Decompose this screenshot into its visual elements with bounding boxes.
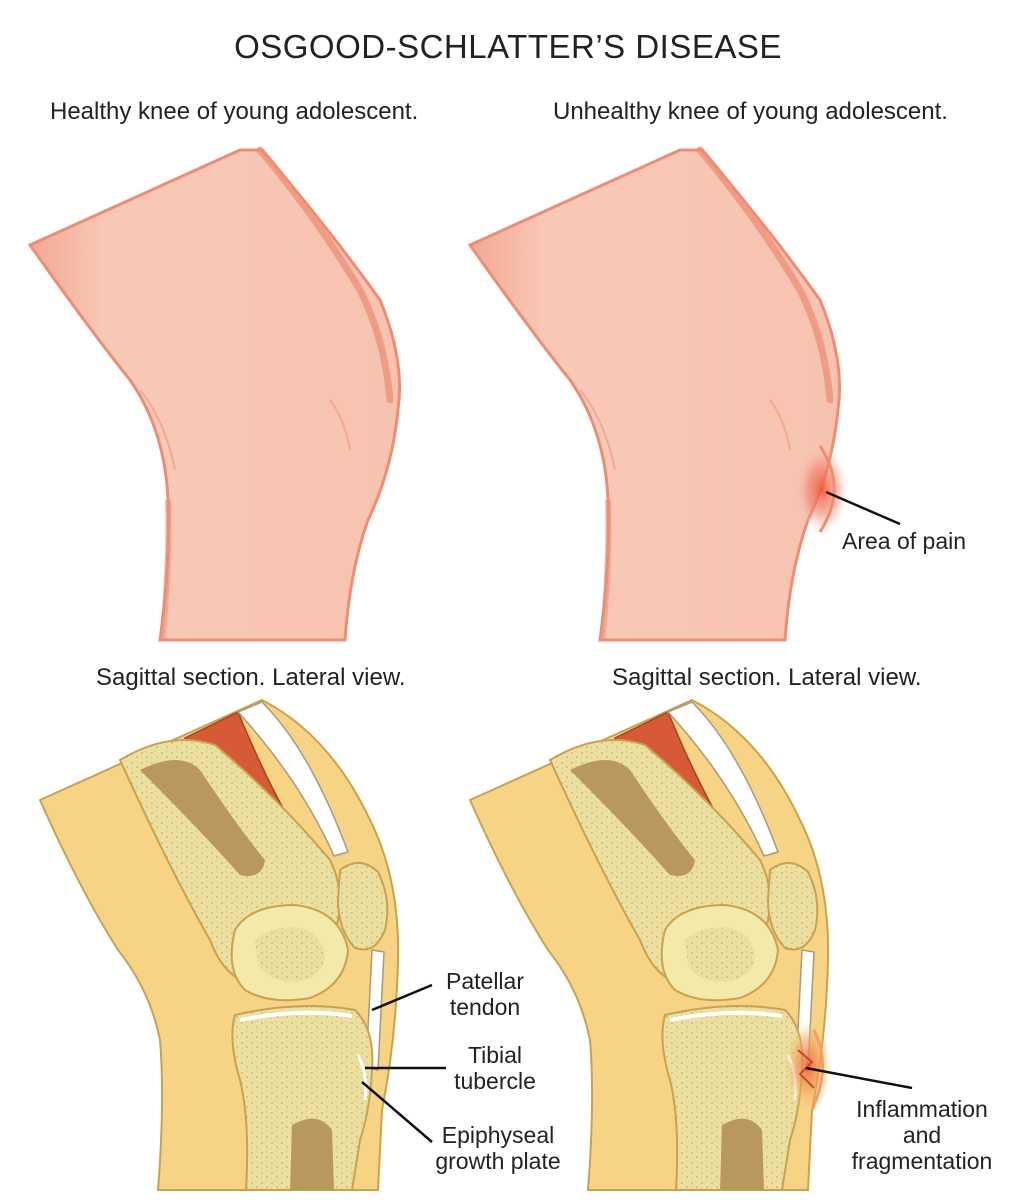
epiphyseal-label-line2: growth plate xyxy=(435,1148,561,1174)
inflammation-leader xyxy=(805,1066,913,1090)
pain-swelling xyxy=(796,446,848,534)
tibial-tubercle-label-line2: tubercle xyxy=(454,1068,536,1094)
sagittal-unhealthy-heading: Sagittal section. Lateral view. xyxy=(612,664,922,691)
diagram-title: OSGOOD-SCHLATTER’S DISEASE xyxy=(234,28,782,65)
unhealthy-sagittal-section xyxy=(468,698,832,1192)
patellar-tendon-label-line1: Patellar xyxy=(446,968,524,994)
epiphyseal-leader xyxy=(361,1081,433,1143)
tibial-tubercle-label-line1: Tibial xyxy=(467,1042,523,1068)
healthy-knee-illustration xyxy=(30,150,400,640)
unhealthy-knee-illustration xyxy=(470,150,848,640)
area-of-pain-leader xyxy=(825,490,901,526)
inflammation-label-line2: and xyxy=(902,1122,942,1148)
tibial-tubercle-label: Tibial tubercle xyxy=(440,1042,550,1094)
patellar-tendon-leader xyxy=(371,983,433,1012)
unhealthy-knee-heading: Unhealthy knee of young adolescent. xyxy=(553,98,948,125)
epiphyseal-label-line1: Epiphyseal xyxy=(441,1122,555,1148)
sagittal-healthy-heading: Sagittal section. Lateral view. xyxy=(96,664,406,691)
patellar-tendon-label-line2: tendon xyxy=(449,994,521,1020)
inflammation-label-line3: fragmentation xyxy=(851,1148,993,1174)
area-of-pain-label: Area of pain xyxy=(842,528,967,554)
patellar-tendon-label: Patellar tendon xyxy=(430,968,540,1020)
epiphyseal-growth-plate-label: Epiphyseal growth plate xyxy=(418,1122,578,1174)
inflammation-fragmentation-label: Inflammation and fragmentation xyxy=(832,1096,1012,1174)
healthy-sagittal-section xyxy=(38,698,401,1192)
inflammation-label-line1: Inflammation xyxy=(856,1096,988,1122)
healthy-knee-heading: Healthy knee of young adolescent. xyxy=(50,98,419,125)
